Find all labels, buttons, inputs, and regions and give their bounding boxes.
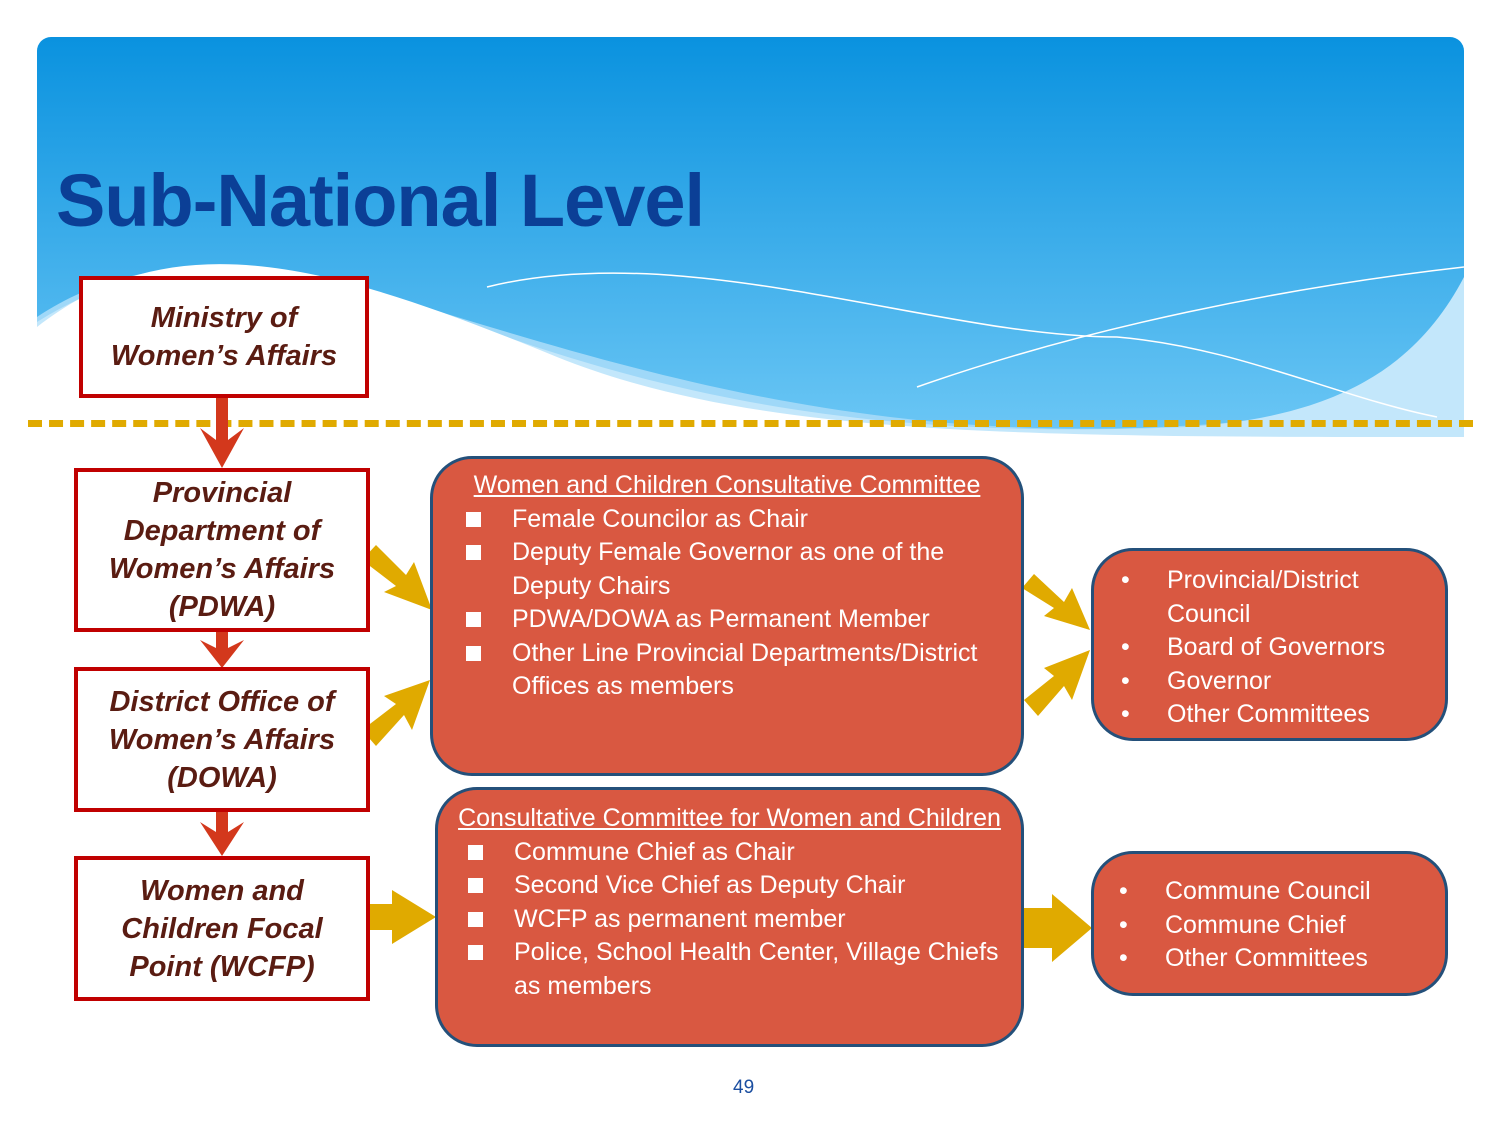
box-ministry: Ministry of Women’s Affairs — [79, 276, 369, 398]
committee-provincial-list: Female Councilor as Chair Deputy Female … — [466, 503, 1001, 704]
yellow-arrow-commune — [1024, 894, 1092, 962]
committee-commune-list: Commune Chief as Chair Second Vice Chief… — [468, 836, 1001, 1004]
box-dowa: District Office of Women’s Affairs (DOWA… — [74, 667, 370, 812]
list-item: Commune Chief as Chair — [468, 836, 1001, 870]
red-arrow-down-2 — [200, 632, 244, 668]
heading-text: Women and Children Consultative Committe… — [473, 471, 981, 499]
level-divider-line — [28, 420, 1473, 427]
committee-commune-box: Consultative Committee for Women and Chi… — [435, 787, 1024, 1047]
red-arrow-down-1 — [200, 398, 244, 468]
slide-title: Sub-National Level — [56, 159, 705, 242]
list-item: Other Line Provincial Departments/Distri… — [466, 637, 1001, 704]
heading-text: Consultative Committee for Women and Chi… — [458, 804, 1001, 832]
provincial-targets-list: Provincial/District Council Board of Gov… — [1121, 564, 1425, 732]
list-item: Deputy Female Governor as one of the Dep… — [466, 536, 1001, 603]
yellow-arrow-dowa — [362, 680, 430, 746]
yellow-arrow-prov-1 — [1022, 574, 1090, 630]
list-item: Other Committees — [1121, 698, 1425, 732]
list-item: WCFP as permanent member — [468, 903, 1001, 937]
list-item: Second Vice Chief as Deputy Chair — [468, 869, 1001, 903]
yellow-arrow-pdwa — [362, 545, 432, 610]
box-pdwa-label: Provincial Department of Women’s Affairs… — [108, 477, 336, 623]
list-item: Governor — [1121, 665, 1425, 699]
list-item: Commune Council — [1119, 875, 1425, 909]
commune-targets-list: Commune Council Commune Chief Other Comm… — [1119, 875, 1425, 976]
list-item: Commune Chief — [1119, 909, 1425, 943]
committee-provincial-box: Women and Children Consultative Committe… — [430, 456, 1024, 776]
box-dowa-label: District Office of Women’s Affairs (DOWA… — [108, 685, 336, 794]
committee-commune-heading: Consultative Committee for Women and Chi… — [458, 802, 1001, 836]
list-item: Board of Governors — [1121, 631, 1425, 665]
red-arrow-down-3 — [200, 812, 244, 856]
page-number: 49 — [733, 1077, 755, 1098]
box-wcfp: Women and Children Focal Point (WCFP) — [74, 856, 370, 1001]
box-ministry-label: Ministry of Women’s Affairs — [110, 302, 338, 372]
list-item: Female Councilor as Chair — [466, 503, 1001, 537]
box-wcfp-label: Women and Children Focal Point (WCFP) — [121, 874, 323, 983]
list-item: Police, School Health Center, Village Ch… — [468, 936, 1001, 1003]
provincial-targets-box: Provincial/District Council Board of Gov… — [1091, 548, 1448, 741]
yellow-arrow-wcfp — [368, 890, 436, 944]
yellow-arrow-prov-2 — [1024, 650, 1090, 716]
list-item: Provincial/District Council — [1121, 564, 1425, 631]
committee-provincial-heading: Women and Children Consultative Committe… — [453, 469, 1001, 503]
box-pdwa: Provincial Department of Women’s Affairs… — [74, 468, 370, 632]
list-item: PDWA/DOWA as Permanent Member — [466, 603, 1001, 637]
commune-targets-box: Commune Council Commune Chief Other Comm… — [1091, 851, 1448, 996]
list-item: Other Committees — [1119, 942, 1425, 976]
